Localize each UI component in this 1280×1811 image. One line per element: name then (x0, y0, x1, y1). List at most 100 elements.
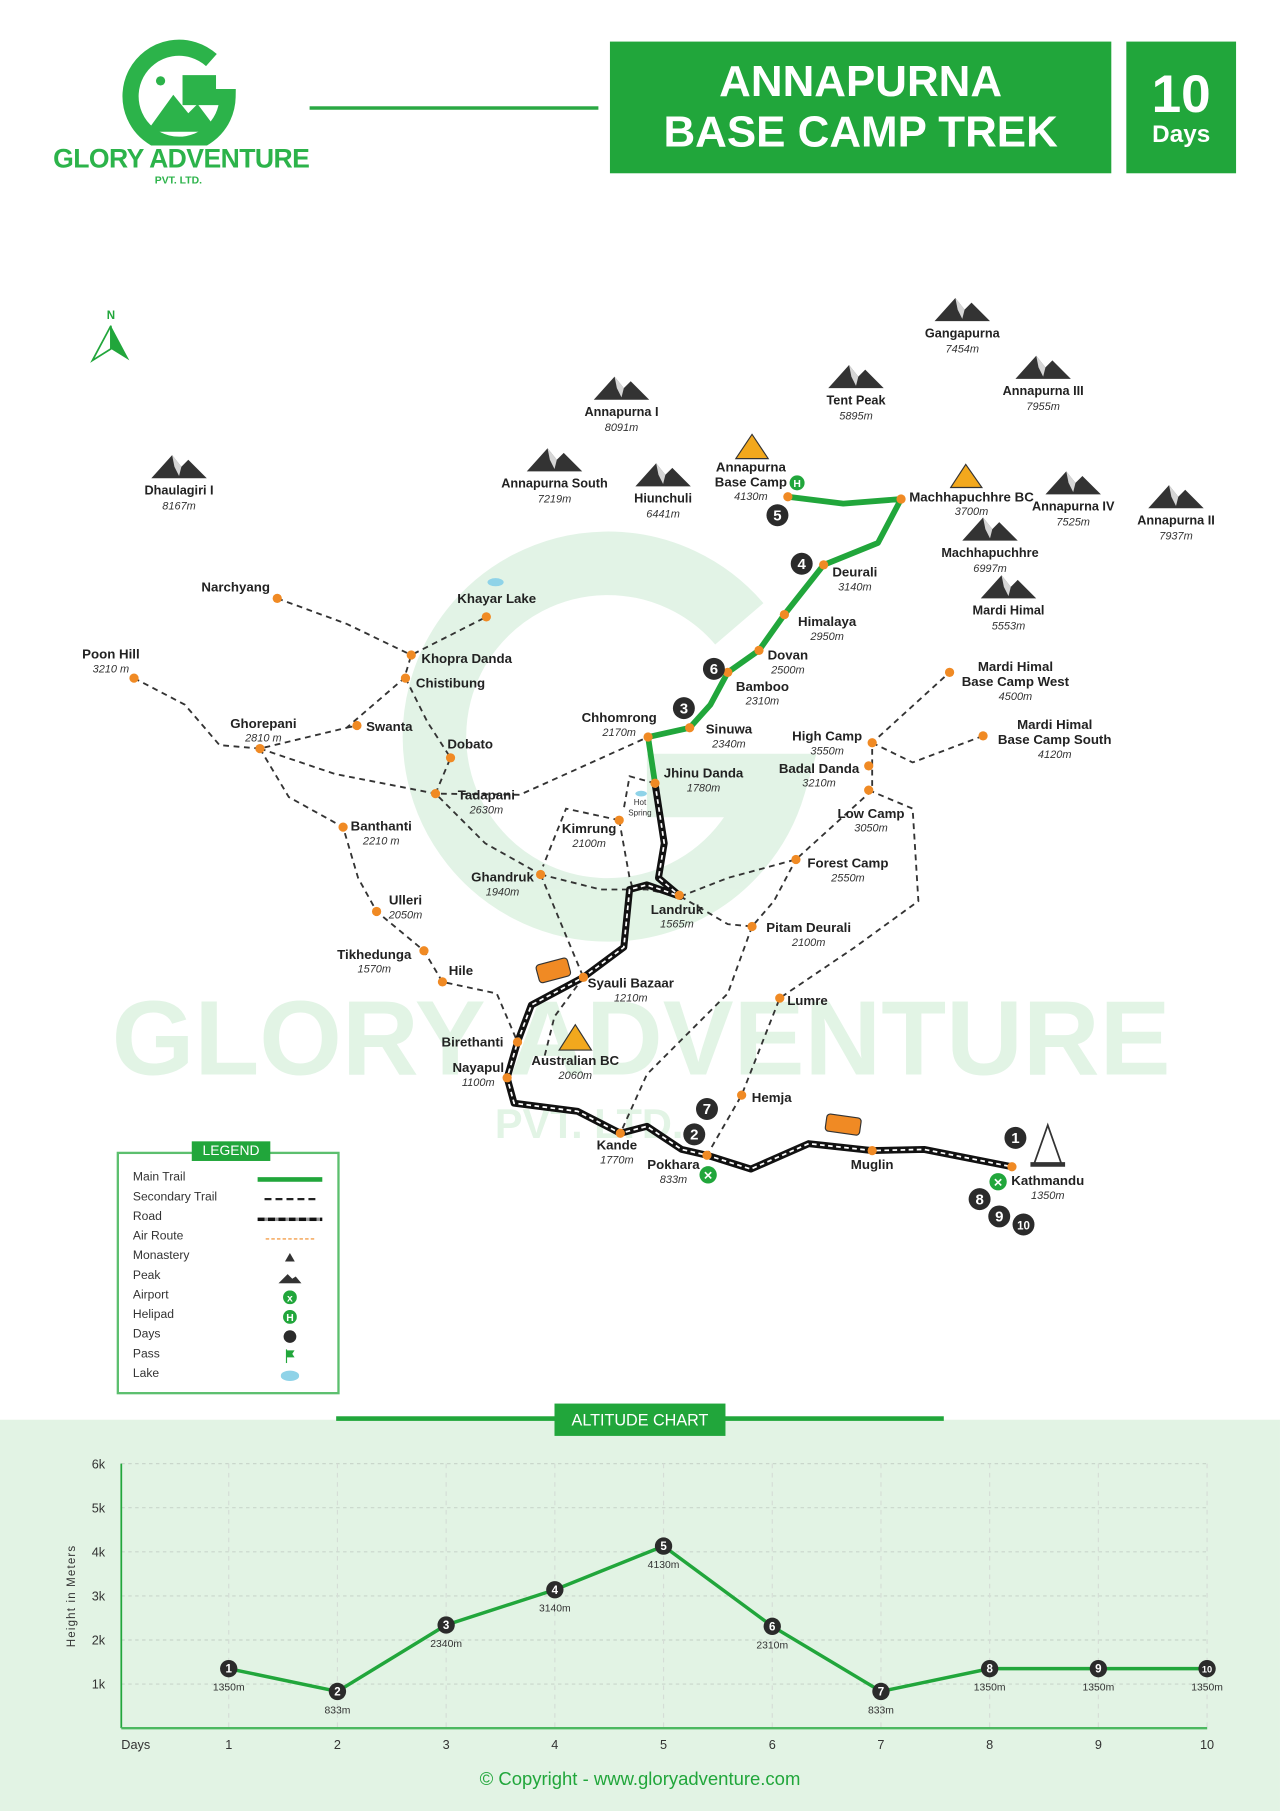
svg-text:✕: ✕ (703, 1170, 713, 1182)
legend-item: Days (133, 1327, 329, 1347)
peak-elevation: 7525m (1056, 517, 1090, 529)
place-name: Ghorepani (230, 716, 296, 731)
svg-text:H: H (793, 479, 801, 490)
place: Dobato (445, 737, 493, 763)
peak-elevation: 8091m (605, 422, 639, 434)
data-point-day: 1 (226, 1664, 233, 1676)
place-dot (978, 731, 988, 741)
place-dot (754, 645, 764, 655)
x-tick-label: 4 (551, 1738, 558, 1752)
place-name: Muglin (851, 1157, 894, 1172)
svg-text:✕: ✕ (993, 1177, 1003, 1189)
place-dot (129, 673, 139, 683)
place-name: Kande (597, 1137, 638, 1152)
place-dot (536, 869, 546, 880)
legend-item: Secondary Trail (133, 1190, 329, 1210)
day-badge-number: 10 (1017, 1221, 1030, 1233)
place-dot (406, 650, 416, 660)
data-label: 833m (324, 1705, 350, 1716)
place-name: Syauli Bazaar (588, 976, 674, 991)
place-elevation: 1770m (600, 1154, 634, 1166)
place-name: Swanta (366, 719, 413, 734)
place-elevation: 2060m (558, 1070, 593, 1082)
place-name: Machhapuchhre BC (909, 489, 1034, 504)
day-badge: 2 (683, 1123, 706, 1146)
tent-icon (558, 1023, 593, 1051)
place-elevation: 3700m (955, 506, 989, 518)
helipad-icon: H (258, 1309, 323, 1324)
place-dot (747, 921, 757, 932)
place-elevation: 4130m (734, 491, 768, 503)
place-dot (896, 494, 906, 504)
place-dot (723, 667, 733, 677)
x-tick-label: 9 (1095, 1738, 1102, 1752)
airport-icon: x (258, 1290, 323, 1305)
day-badge-circle (988, 1205, 1011, 1228)
place: Khopra Danda (406, 650, 513, 666)
legend-title: LEGEND (191, 1141, 271, 1161)
place-name: Khopra Danda (421, 651, 512, 666)
x-tick-label: 2 (334, 1738, 341, 1752)
place-name: High Camp (792, 728, 862, 743)
data-point (220, 1659, 238, 1678)
legend-label: Road (132, 1209, 162, 1224)
secondary-trail-segment (404, 677, 542, 876)
data-point-day: 10 (1202, 1665, 1212, 1675)
altitude-section-background (0, 1419, 1280, 1811)
place-name: Australian BC (531, 1053, 619, 1068)
place-name: Nayapul (452, 1060, 504, 1075)
data-point (437, 1616, 455, 1634)
legend-label: Main Trail (132, 1170, 186, 1185)
place-dot (578, 972, 588, 982)
peak-elevation: 7219m (538, 494, 572, 506)
legend-label: Monastery (132, 1248, 190, 1263)
hot-spring-icon (635, 790, 647, 797)
svg-text:x: x (287, 1293, 293, 1304)
place-name: Kathmandu (1011, 1173, 1084, 1188)
place: Khayar Lake (457, 591, 536, 622)
place-name: Banthanti (351, 819, 412, 834)
x-tick-label: 6 (769, 1738, 776, 1752)
place-elevation: 1940m (486, 886, 520, 898)
day-badge-circle (702, 657, 725, 680)
secondary-trail-segment (539, 874, 585, 978)
secondary-trail-segment (706, 789, 920, 1156)
air-route-icon (258, 1231, 323, 1245)
place-elevation: 2210 m (362, 835, 400, 847)
place-elevation: 2100m (791, 937, 826, 949)
peak: Tent Peak 5895m (827, 365, 887, 422)
peak-name: Tent Peak (827, 393, 887, 407)
peak-name: Annapurna II (1137, 513, 1215, 527)
place-elevation: 2630m (469, 804, 504, 816)
place-elevation: 1210m (614, 993, 648, 1005)
duration-number: 10 (1151, 63, 1211, 124)
pass-icon (258, 1349, 323, 1364)
place-dot (512, 1037, 523, 1047)
place-name: Birethanti (442, 1035, 504, 1050)
legend-item: Monastery⛰ (133, 1249, 329, 1269)
place-dot (775, 993, 785, 1003)
day-badge: 3 (672, 697, 695, 720)
place-dot (737, 1090, 747, 1100)
peak-elevation: 5895m (839, 410, 873, 422)
place: Kande 1770m (597, 1128, 638, 1166)
place-elevation: 2950m (809, 631, 844, 643)
x-tick-label: 3 (443, 1738, 450, 1752)
